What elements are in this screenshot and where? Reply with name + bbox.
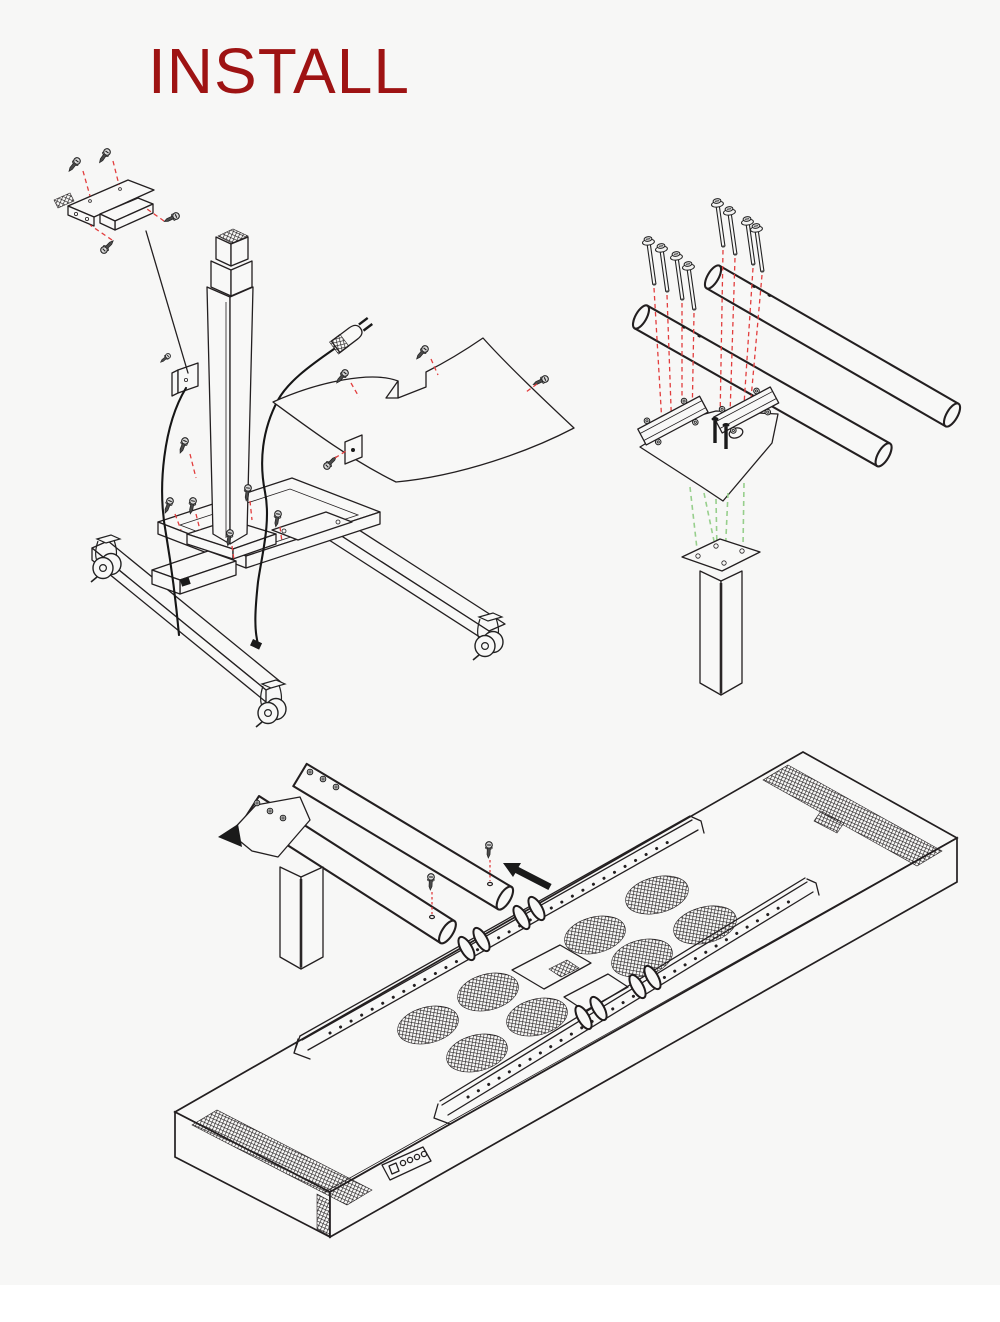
insertion-arrow-icon xyxy=(503,863,552,890)
mounting-rail-upper xyxy=(293,815,705,1060)
mount-plate-right xyxy=(271,511,353,541)
mesh-vent-strips xyxy=(191,764,943,1237)
column-top-mesh xyxy=(217,228,249,244)
leg-tube-rear xyxy=(292,762,515,911)
control-box xyxy=(151,548,239,595)
vent-strip-right xyxy=(762,764,943,867)
mount-plate-screw xyxy=(158,352,172,365)
figure-tabletop-assembly xyxy=(173,751,959,1239)
base-screws xyxy=(161,436,283,561)
button xyxy=(420,1150,428,1158)
center-bolts xyxy=(711,417,730,449)
display-window xyxy=(388,1162,400,1175)
page-title: INSTALL xyxy=(148,35,410,107)
cover-panel xyxy=(272,337,575,483)
figure-cart-assembly xyxy=(53,146,575,728)
plug-prong xyxy=(362,323,373,332)
caster-wheels xyxy=(90,534,504,728)
saddle-left xyxy=(637,395,709,447)
crossbar-tube-rear xyxy=(703,264,962,428)
pointer-line xyxy=(145,230,189,374)
leg-column xyxy=(681,538,761,696)
button xyxy=(413,1153,421,1161)
vent-strip-left xyxy=(191,1109,373,1206)
saddle-bracket xyxy=(637,386,780,502)
figure-crossbar-assembly xyxy=(631,197,962,696)
connector-icon xyxy=(813,810,845,834)
base-frame xyxy=(91,477,506,703)
control-box-bracket xyxy=(53,179,155,231)
bracket-connector xyxy=(53,192,75,209)
bracket-tip xyxy=(218,824,242,847)
button xyxy=(399,1159,407,1167)
control-button-strip xyxy=(381,1146,432,1181)
mesh-circles xyxy=(397,875,737,1073)
leg-column xyxy=(279,866,324,970)
leg-assembly xyxy=(218,762,515,970)
panel-notch-flap xyxy=(385,380,399,399)
power-cord xyxy=(161,347,336,650)
column-mount-plate xyxy=(158,352,199,397)
cable-connector-icon xyxy=(180,577,191,587)
saddle-right xyxy=(713,386,780,435)
set-screws xyxy=(426,840,494,920)
plug-grip xyxy=(329,333,350,355)
corner-mesh xyxy=(316,1193,331,1237)
leg-alignment-dashes xyxy=(689,482,745,560)
button xyxy=(406,1156,414,1164)
power-plug xyxy=(329,316,373,355)
bracket-screws xyxy=(65,146,181,256)
plug-prong xyxy=(358,316,369,326)
